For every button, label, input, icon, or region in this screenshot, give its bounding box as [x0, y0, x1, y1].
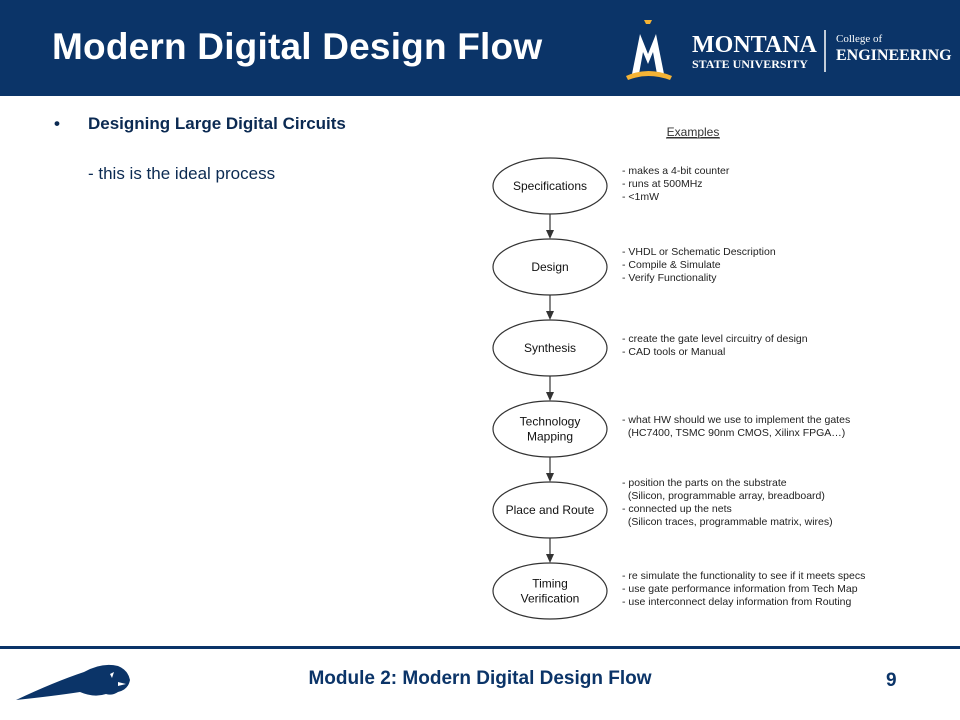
flow-step-note: - <1mW	[622, 191, 659, 203]
bullet-main-text: Designing Large Digital Circuits	[88, 114, 346, 133]
flow-step-note: - CAD tools or Manual	[622, 346, 725, 358]
footer-title: Module 2: Modern Digital Design Flow	[308, 668, 652, 689]
flow-step-label: Technology	[520, 415, 581, 429]
flow-step-note: - what HW should we use to implement the…	[622, 414, 850, 426]
page-number: 9	[886, 670, 897, 691]
flow-step-label: Mapping	[527, 430, 573, 444]
flow-step-label: Design	[531, 260, 568, 274]
flow-step-note: (Silicon, programmable array, breadboard…	[622, 490, 825, 502]
bullet-list: • Designing Large Digital Circuits - thi…	[54, 114, 454, 184]
flow-step-note: - connected up the nets	[622, 503, 732, 515]
flow-step-note: - use gate performance information from …	[622, 583, 858, 595]
flow-step-note: - Verify Functionality	[622, 272, 717, 284]
m-emblem-icon	[626, 20, 672, 80]
bullet-sub-text: - this is the ideal process	[88, 164, 276, 183]
flow-step-label: Timing	[532, 577, 568, 591]
flow-step-note: - makes a 4-bit counter	[622, 165, 730, 177]
examples-heading: Examples	[667, 125, 720, 139]
flow-arrow-head	[546, 554, 554, 563]
logo-state-university: STATE UNIVERSITY	[692, 57, 808, 71]
bobcat-logo-icon	[16, 664, 130, 700]
flow-arrow-head	[546, 230, 554, 239]
flow-step-note: - re simulate the functionality to see i…	[622, 570, 865, 582]
flow-step-note: - Compile & Simulate	[622, 259, 721, 271]
header-bar: Modern Digital Design Flow MONTANA STATE…	[0, 0, 960, 96]
flow-arrow-head	[546, 392, 554, 401]
bullet-item: • Designing Large Digital Circuits	[54, 114, 454, 134]
slide-title: Modern Digital Design Flow	[52, 26, 543, 67]
bullet-dot-icon: •	[54, 114, 60, 133]
flow-step-note: - runs at 500MHz	[622, 178, 703, 190]
flow-arrow-head	[546, 311, 554, 320]
flow-step-note: - position the parts on the substrate	[622, 477, 787, 489]
flow-step-note: - use interconnect delay information fro…	[622, 596, 852, 608]
flow-step-note: - create the gate level circuitry of des…	[622, 333, 808, 345]
flow-step-label: Place and Route	[506, 503, 595, 517]
flow-step-ellipse	[492, 562, 608, 620]
flow-step-label: Specifications	[513, 179, 587, 193]
flow-arrow-head	[546, 473, 554, 482]
footer-divider	[0, 646, 960, 649]
logo-engineering: ENGINEERING	[836, 47, 952, 64]
flow-step-note: (HC7400, TSMC 90nm CMOS, Xilinx FPGA…)	[622, 427, 845, 439]
logo-college-of: College of	[836, 33, 882, 45]
logo-montana: MONTANA	[692, 32, 818, 58]
flow-step-label: Synthesis	[524, 341, 576, 355]
flow-step-label: Verification	[521, 592, 580, 606]
flow-step-note: (Silicon traces, programmable matrix, wi…	[622, 516, 833, 528]
flow-step-note: - VHDL or Schematic Description	[622, 246, 776, 258]
msu-logo: MONTANA STATE UNIVERSITY College of ENGI…	[626, 20, 952, 80]
